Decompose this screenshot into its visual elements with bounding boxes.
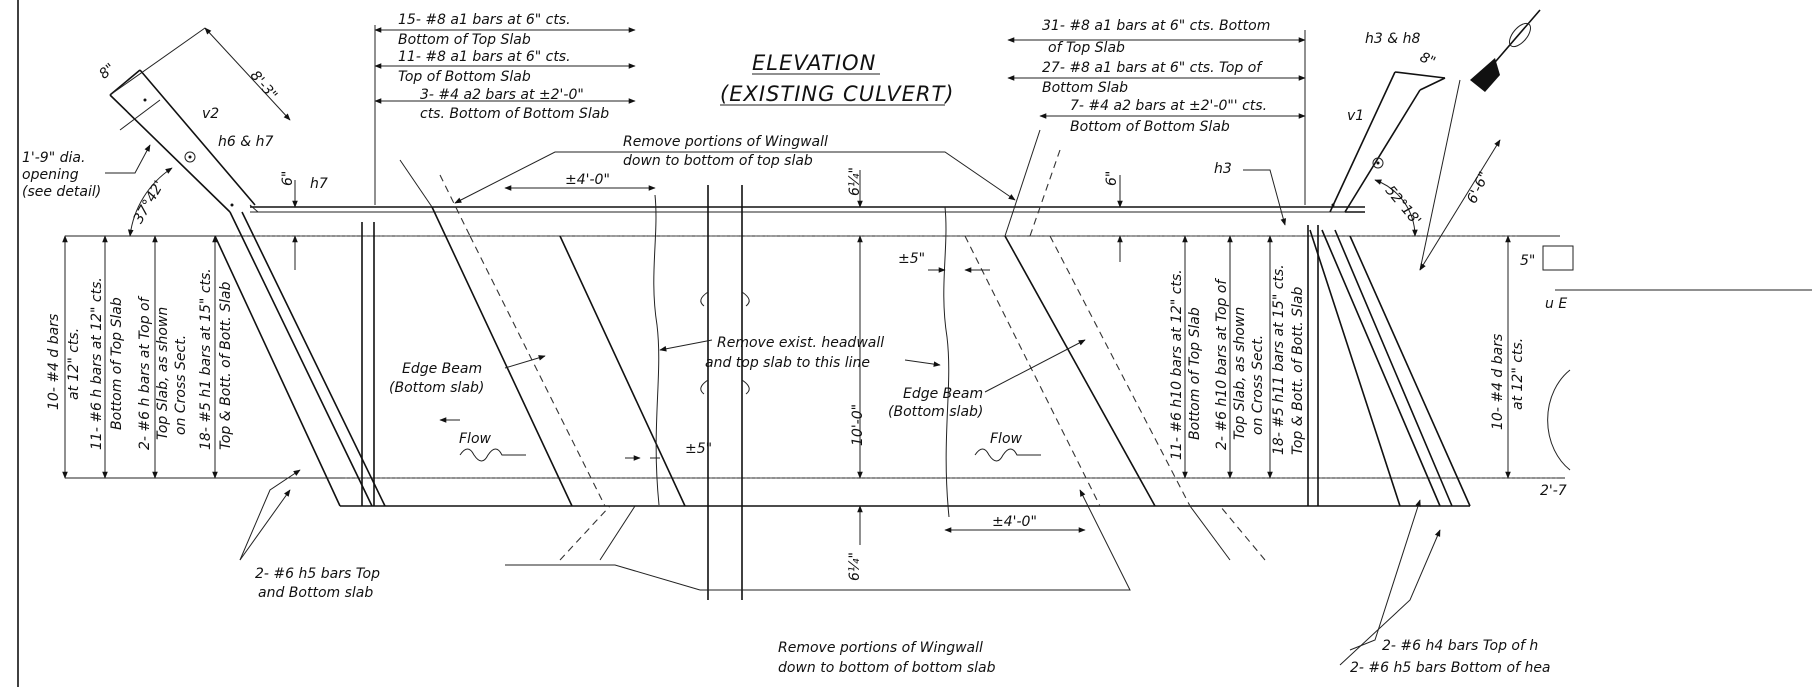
dim-text: 37°42' — [131, 178, 168, 226]
bar-label: h3 & h8 — [1365, 31, 1420, 47]
note-line: Bottom of Top Slab — [1187, 307, 1203, 440]
dim-text: 8'-3" — [247, 68, 281, 104]
bar-label: h6 & h7 — [218, 134, 273, 150]
top-left-notes: 15- #8 a1 bars at 6" cts. Bottom of Top … — [398, 12, 609, 122]
dim-text: 52°18' — [1382, 183, 1424, 229]
dim-text: 6" — [280, 171, 296, 186]
note-line: 10- #4 d bars — [46, 314, 62, 410]
wingwall-bottom-note-2: down to bottom of bottom slab — [778, 660, 996, 676]
flow-label-right: Flow — [990, 431, 1023, 447]
skewed-walls — [361, 129, 1266, 561]
note-line: Top Slab, as shown — [1232, 307, 1248, 440]
note-line: Top Slab, as shown — [155, 307, 171, 440]
slab-lines — [65, 206, 1565, 507]
note-line: 11- #6 h bars at 12" cts. — [89, 277, 105, 450]
dimension-texts: 8" 8'-3" 8" 6'-6" 37°42' 52°18' 6" 6" ±4… — [96, 49, 1535, 581]
dim-text: ±5" — [685, 441, 712, 457]
bottom-right-note-2: 2- #6 h5 bars Bottom of hea — [1350, 660, 1551, 676]
detail-fragments — [1542, 245, 1812, 471]
note-line: 10- #4 d bars — [1490, 334, 1506, 430]
note-line: 2- #6 h bars at Top of — [137, 295, 153, 450]
note-line: 15- #8 a1 bars at 6" cts. — [398, 12, 571, 28]
opening-note-3: (see detail) — [22, 184, 101, 200]
note-line: Top & Bott. of Bott. Slab — [1290, 287, 1306, 455]
right-vertical-notes: 11- #6 h10 bars at 12" cts. Bottom of To… — [1169, 264, 1526, 460]
note-line: Top & Bott. of Bott. Slab — [218, 282, 234, 450]
subtitle: (EXISTING CULVERT) — [720, 82, 955, 106]
detail-fragment-1: u E — [1545, 296, 1567, 312]
bar-labels: v2 v1 h6 & h7 h7 h3 h3 & h8 — [202, 31, 1420, 192]
edge-beam-right-2: (Bottom slab) — [888, 404, 983, 420]
top-right-notes: 31- #8 a1 bars at 6" cts. Bottom of Top … — [1042, 18, 1270, 135]
dim-text: ±4'-0" — [565, 172, 610, 188]
note-line: Bottom of Bottom Slab — [1070, 119, 1230, 135]
dimension-lines — [62, 25, 1511, 545]
wingwall-top-note-2: down to bottom of top slab — [623, 153, 813, 169]
right-wingwall — [1307, 71, 1471, 507]
note-line: 2- #6 h10 bars at Top of — [1214, 278, 1230, 450]
dim-text: 6" — [1104, 171, 1120, 186]
opening-note-2: opening — [22, 167, 79, 183]
dim-text: 8" — [96, 60, 118, 82]
break-lines — [653, 185, 950, 600]
note-line: 7- #4 a2 bars at ±2'-0"' cts. — [1070, 98, 1267, 114]
wingwall-bottom-note-1: Remove portions of Wingwall — [778, 640, 983, 656]
wingwall-top-note-1: Remove portions of Wingwall — [623, 134, 828, 150]
note-line: 18- #5 h11 bars at 15" cts. — [1271, 264, 1287, 455]
edge-beam-right-1: Edge Beam — [903, 386, 983, 402]
opening-note-1: 1'-9" dia. — [22, 150, 85, 166]
note-line: 31- #8 a1 bars at 6" cts. Bottom — [1042, 18, 1270, 34]
flow-label-left: Flow — [459, 431, 492, 447]
bar-label: v1 — [1347, 108, 1364, 124]
leader-lines — [105, 144, 1441, 666]
left-vertical-notes: 10- #4 d bars at 12" cts. 11- #6 h bars … — [46, 268, 234, 450]
bottom-left-note-1: 2- #6 h5 bars Top — [255, 566, 380, 582]
note-line: of Top Slab — [1048, 40, 1125, 56]
bar-label: h7 — [310, 176, 328, 192]
bottom-right-note-1: 2- #6 h4 bars Top of h — [1382, 638, 1538, 654]
dim-text: 10'-0" — [850, 404, 866, 446]
north-arrow-icon — [1470, 9, 1541, 92]
bar-label: v2 — [202, 106, 219, 122]
note-line: on Cross Sect. — [1250, 335, 1266, 435]
headwall-note-1: Remove exist. headwall — [717, 335, 884, 351]
headwall-note-2: and top slab to this line — [705, 355, 870, 371]
title: ELEVATION — [752, 51, 876, 75]
dim-text: 5" — [1520, 253, 1535, 269]
bar-label: h3 — [1214, 161, 1232, 177]
dim-text: ±4'-0" — [992, 514, 1037, 530]
note-line: Bottom of Top Slab — [398, 32, 531, 48]
left-wingwall — [109, 69, 386, 507]
dim-text: 8" — [1417, 49, 1438, 70]
note-line: 3- #4 a2 bars at ±2'-0" — [420, 87, 584, 103]
note-line: 11- #8 a1 bars at 6" cts. — [398, 49, 571, 65]
bottom-left-note-2: and Bottom slab — [258, 585, 373, 601]
note-line: Bottom of Top Slab — [109, 297, 125, 430]
detail-fragment-2: 2'-7 — [1540, 483, 1567, 499]
dim-text: 6¼" — [847, 167, 863, 196]
dim-text: ±5" — [898, 251, 925, 267]
note-line: Bottom Slab — [1042, 80, 1128, 96]
dim-text: 6'-6" — [1464, 169, 1493, 206]
note-line: at 12" cts. — [1510, 338, 1526, 410]
dim-text: 6¼" — [847, 552, 863, 581]
edge-beam-left-1: Edge Beam — [402, 361, 482, 377]
note-line: 11- #6 h10 bars at 12" cts. — [1169, 269, 1185, 460]
note-line: cts. Bottom of Bottom Slab — [420, 106, 609, 122]
note-line: 18- #5 h1 bars at 15" cts. — [198, 268, 214, 450]
note-line: 27- #8 a1 bars at 6" cts. Top of — [1042, 60, 1263, 76]
edge-beam-left-2: (Bottom slab) — [389, 380, 484, 396]
note-line: Top of Bottom Slab — [398, 69, 531, 85]
note-line: on Cross Sect. — [173, 335, 189, 435]
note-line: at 12" cts. — [66, 328, 82, 400]
